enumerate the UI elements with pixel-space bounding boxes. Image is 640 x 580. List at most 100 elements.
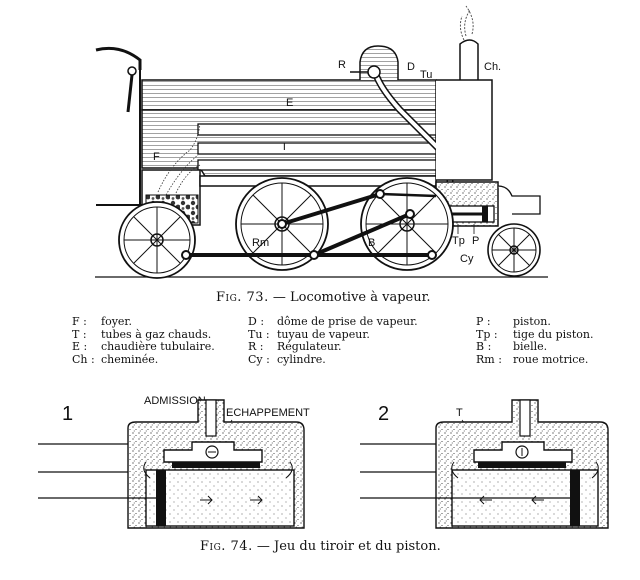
- piston: [482, 206, 488, 222]
- crank-pin-4: [375, 189, 385, 199]
- fig73-locomotive: R D Tu Ch. E T F Rm B Tp P Cy: [95, 5, 548, 279]
- legend-key: Cy :: [248, 352, 270, 366]
- legend-row: Tp : tige du piston.: [476, 327, 594, 342]
- legend-value: foyer.: [101, 315, 132, 328]
- valve-rod: [313, 212, 411, 257]
- fig74-caption: Fig. 74. — Jeu du tiroir et du piston.: [200, 539, 441, 554]
- fig73-caption-text: — Locomotive à vapeur.: [268, 290, 431, 305]
- connecting-rod-bielle: [281, 192, 381, 226]
- legend-row: P : piston.: [476, 315, 593, 329]
- legend-key: R :: [248, 340, 264, 353]
- wheel-1: [118, 201, 196, 279]
- legend-value: dôme de prise de vapeur.: [277, 315, 418, 328]
- legend-column-1: F : foyer. T : tubes à gaz chauds. E : chau…: [72, 315, 215, 367]
- legend-key: Tp :: [476, 327, 498, 341]
- smoke: [459, 5, 474, 41]
- flow-arrow-1c: [143, 461, 151, 479]
- crank-pin-2: [277, 219, 287, 229]
- smokebox-front: [497, 185, 541, 215]
- flow-arrow-1b: [250, 495, 263, 505]
- legend-key: Tu :: [248, 327, 270, 341]
- legend-key: F :: [72, 315, 87, 328]
- flow-arrow-1d: [285, 461, 293, 479]
- legend-value: cylindre.: [277, 352, 326, 366]
- legend-value: roue motrice.: [513, 352, 589, 366]
- legend-row: Cy : cylindre.: [248, 352, 418, 367]
- legend-row: R :Régulateur.: [248, 340, 418, 354]
- legend-value: chaudière tubulaire.: [101, 340, 215, 353]
- fig73-caption-number: Fig. 73.: [216, 290, 269, 305]
- label-Cy: Cy: [460, 253, 474, 265]
- panel-2-number: 2: [378, 403, 389, 425]
- fig73-legend: F : foyer. T : tubes à gaz chauds. E : chau…: [72, 315, 594, 372]
- flow-arrow-2d: [451, 461, 459, 479]
- label-F: F: [153, 151, 160, 163]
- exhaust-pipe-1: [205, 399, 217, 437]
- legend-value: piston.: [513, 315, 551, 328]
- fig73-caption: Fig. 73. — Locomotive à vapeur.: [216, 290, 431, 305]
- label-R: R: [338, 59, 346, 71]
- label-Ch: Ch.: [484, 61, 501, 73]
- legend-value: tuyau de vapeur.: [277, 327, 370, 341]
- label-Tp: Tp: [452, 235, 465, 247]
- port-bar-2: [478, 462, 566, 468]
- flow-arrow-2c: [591, 461, 599, 479]
- legend-key: Ch :: [72, 352, 95, 366]
- legend-value: bielle.: [513, 340, 548, 353]
- legend-key: Rm :: [476, 352, 502, 366]
- legend-value: cheminée.: [101, 352, 159, 366]
- label-Rm: Rm: [252, 237, 269, 249]
- legend-row: T : tubes à gaz chauds.: [72, 327, 215, 342]
- fig74-caption-number: Fig. 74.: [200, 539, 253, 554]
- legend-row: Ch : cheminée.: [72, 352, 215, 367]
- label-D: D: [407, 61, 415, 73]
- echappement-label: ECHAPPEMENT: [226, 407, 310, 419]
- regulator: [367, 65, 381, 79]
- crank-pin-3: [309, 250, 319, 260]
- legend-column-2: D :dôme de prise de vapeur. Tu :tuyau de…: [248, 315, 418, 367]
- legend-row: B : bielle.: [476, 340, 593, 354]
- legend-value: tubes à gaz chauds.: [101, 327, 212, 341]
- legend-value: tige du piston.: [513, 327, 594, 341]
- cylinder-1: [145, 469, 295, 527]
- crank-pin-1: [181, 250, 191, 260]
- cab-roof: [95, 46, 142, 70]
- piston-1: [156, 470, 166, 526]
- label-B: B: [368, 237, 375, 249]
- fig74-panel-2: 2 T: [360, 399, 609, 529]
- crank-pin-5: [405, 209, 415, 219]
- fig74-caption-text: — Jeu du tiroir et du piston.: [252, 539, 441, 554]
- crank-pin-6: [427, 250, 437, 260]
- label-T: T: [281, 141, 288, 153]
- legend-key: E :: [72, 340, 88, 353]
- port-bar-1: [172, 462, 260, 468]
- label-P: P: [472, 235, 479, 247]
- legend-row: Rm : roue motrice.: [476, 352, 593, 367]
- flame: [157, 123, 201, 196]
- legend-key: P :: [476, 315, 491, 328]
- cab-lamp: [127, 66, 137, 76]
- legend-row: F : foyer.: [72, 315, 215, 329]
- fire-tube-1: [197, 123, 437, 136]
- flow-arrow-1a: [200, 495, 213, 505]
- fire-tube-2: [197, 142, 437, 155]
- legend-key: B :: [476, 340, 492, 353]
- flow-arrow-2b: [531, 495, 544, 505]
- admission-label: ADMISSION: [144, 395, 206, 407]
- legend-row: E : chaudière tubulaire.: [72, 340, 215, 354]
- legend-row: Tu : tuyau de vapeur.: [248, 327, 418, 342]
- exhaust-pipe-2: [519, 399, 531, 437]
- label-T-valve: T: [456, 407, 463, 419]
- wheel-3: [360, 177, 454, 271]
- label-E: E: [286, 97, 293, 109]
- main-frame: [199, 175, 437, 187]
- legend-key: T :: [72, 327, 87, 341]
- chimney-base: [436, 79, 493, 181]
- flow-arrow-2a: [479, 495, 492, 505]
- wheel-4: [487, 223, 541, 277]
- fire-tube-3: [197, 159, 437, 171]
- panel-1-number: 1: [62, 403, 73, 425]
- legend-column-3: P : piston. Tp : tige du piston. B : bielle…: [476, 315, 594, 367]
- label-Tu: Tu: [420, 69, 432, 81]
